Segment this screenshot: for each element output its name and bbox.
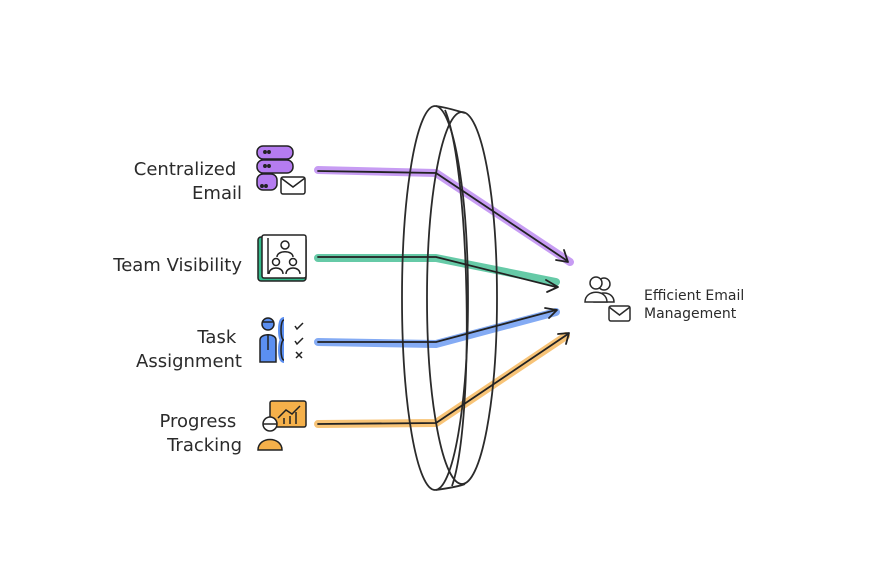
label-efficient-email-management: Efficient Email Management: [644, 288, 749, 322]
team-board-icon: [257, 234, 307, 282]
label-centralized-email-line-1: Centralized: [134, 159, 237, 180]
highlight-strokes: [314, 166, 574, 428]
label-centralized-email-line-2: Email: [192, 183, 242, 204]
lens-icon: [401, 105, 498, 491]
arrowhead-team-visibility: [545, 279, 559, 293]
label-team-visibility-line-1: Team Visibility: [112, 255, 242, 276]
highlight-path-progress-tracking: [314, 332, 570, 428]
highlight-path-centralized-email: [314, 166, 574, 266]
progress-chart-icon: [257, 400, 307, 451]
arrow-team-visibility: [317, 256, 557, 288]
label-progress-tracking-line-1: Progress: [159, 411, 236, 432]
label-progress-tracking-line-2: Tracking: [166, 435, 242, 456]
arrow-task-assignment: [317, 309, 557, 343]
label-progress-tracking: Progress Tracking: [159, 411, 242, 456]
label-output-line-2: Management: [644, 306, 737, 322]
users-mail-icon: [584, 276, 631, 322]
label-output-line-1: Efficient Email: [644, 288, 744, 304]
arrow-lines: [317, 170, 570, 425]
arrow-progress-tracking: [317, 333, 569, 425]
highlight-path-team-visibility: [314, 254, 560, 286]
highlight-path-task-assignment: [314, 308, 560, 348]
arrowhead-task-assignment: [544, 307, 558, 319]
task-checklist-icon: [259, 317, 304, 363]
arrowhead-progress-tracking: [557, 332, 570, 345]
server-mail-icon: [256, 145, 306, 195]
label-task-assignment-line-1: Task: [196, 327, 236, 348]
arrow-centralized-email: [317, 170, 567, 261]
label-team-visibility: Team Visibility: [112, 255, 242, 276]
label-task-assignment-line-2: Assignment: [136, 351, 242, 372]
arrowhead-centralized-email: [555, 249, 569, 263]
label-centralized-email: Centralized Email: [134, 159, 242, 204]
label-task-assignment: Task Assignment: [136, 327, 242, 372]
